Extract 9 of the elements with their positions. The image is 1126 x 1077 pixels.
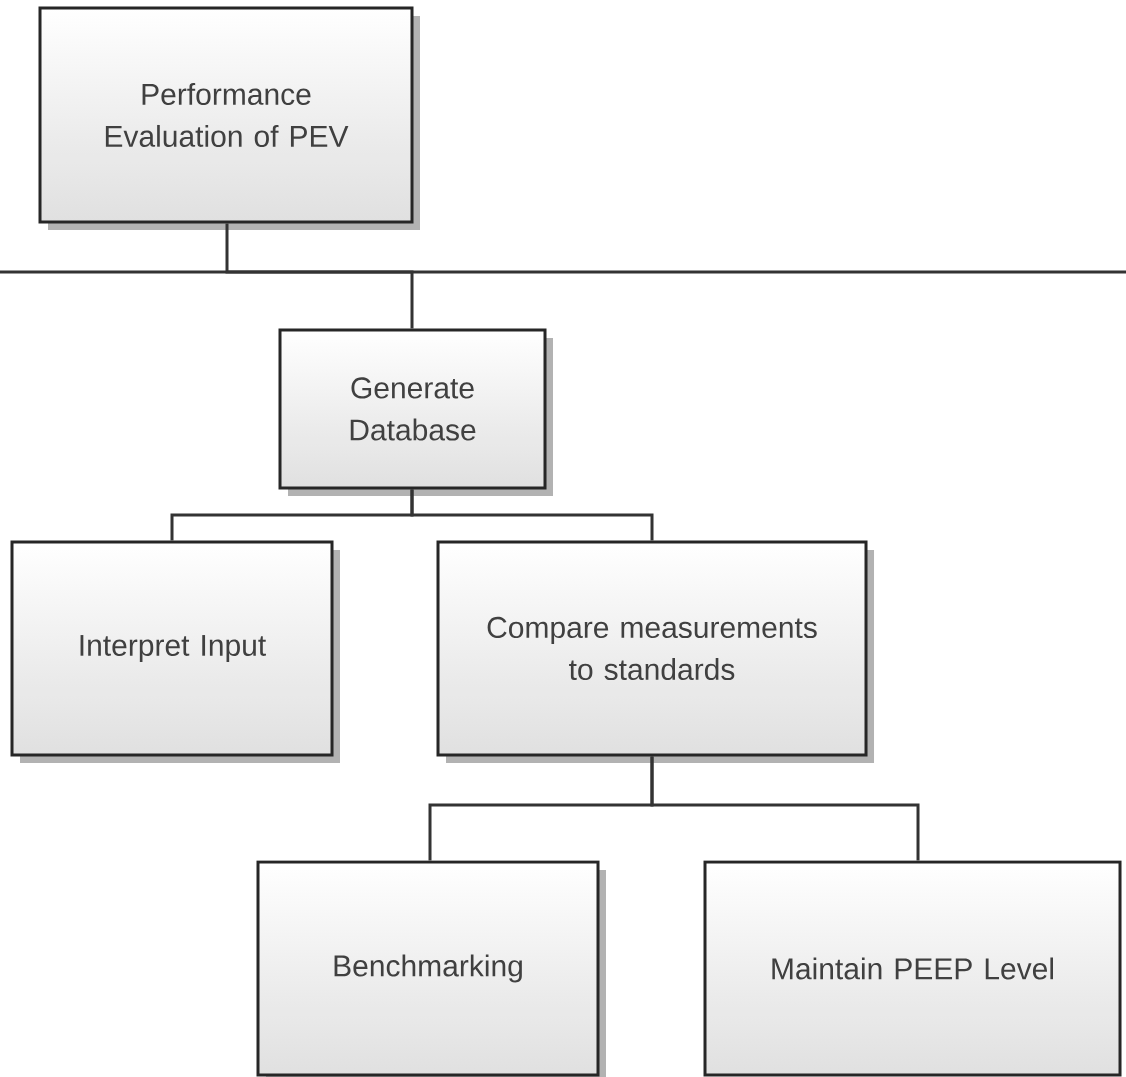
- connector-line: [410, 489, 654, 541]
- process-box: Benchmarking: [256, 860, 606, 1077]
- connector-line: [225, 223, 414, 329]
- process-box: Interpret Input: [10, 540, 340, 763]
- process-box: Maintain PEEP Level: [703, 860, 1122, 1077]
- process-box: Compare measurements to standards: [436, 540, 874, 763]
- process-box: Performance Evaluation of PEV: [38, 6, 420, 230]
- process-box: Generate Database: [278, 328, 553, 496]
- connector-line: [650, 756, 920, 861]
